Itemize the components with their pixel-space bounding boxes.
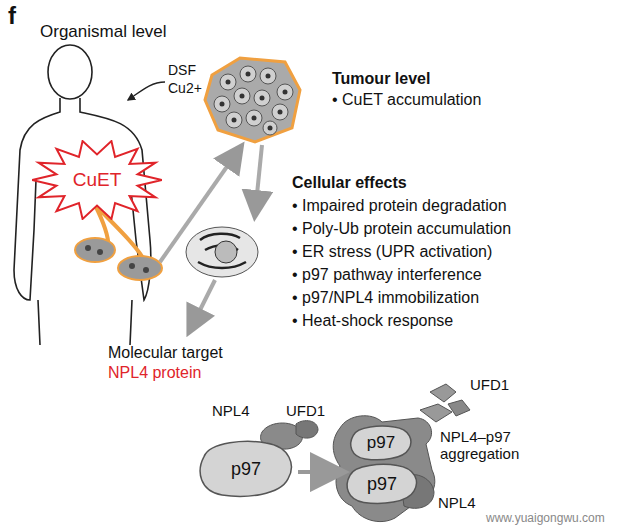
section-heading: Cellular effects: [292, 174, 407, 192]
flow-arrows: [160, 145, 262, 330]
protein-blob: p97: [348, 424, 414, 462]
level-heading: Tumour level: [332, 70, 430, 88]
node-text: CuET: [73, 169, 122, 191]
cell-image: [186, 227, 258, 277]
target-name: NPL4 protein: [108, 364, 201, 382]
drug-name: DSF: [168, 62, 196, 78]
node-text: p97: [367, 474, 397, 495]
protein-label: UFD1: [286, 402, 325, 419]
bullet-item: • CuET accumulation: [332, 91, 481, 109]
transition-arrow: [298, 470, 342, 474]
bullet-item: • p97 pathway interference: [292, 266, 482, 284]
bullet-item: • ER stress (UPR activation): [292, 243, 492, 261]
bullet-item: • Impaired protein degradation: [292, 197, 507, 215]
target-heading: Molecular target: [108, 344, 223, 362]
burst-shape: CuET: [32, 140, 162, 220]
bullet-item: • Poly-Ub protein accumulation: [292, 220, 511, 238]
node-text: p97: [367, 433, 395, 453]
bullet-item: • Heat-shock response: [292, 312, 453, 330]
protein-label: UFD1: [470, 376, 509, 393]
watermark: www.yuaigongwu.com: [486, 512, 605, 526]
ion-name: Cu2+: [168, 80, 202, 96]
protein-label: NPL4: [212, 402, 250, 419]
level-heading: Organismal level: [40, 22, 167, 42]
protein-label: NPL4–p97 aggregation: [440, 428, 560, 463]
tumour-image: [205, 58, 300, 142]
node-text: p97: [231, 459, 261, 480]
protein-blob: p97: [344, 462, 420, 506]
protein-label: NPL4: [438, 494, 476, 511]
tumour-sites: [75, 205, 162, 280]
protein-blob: p97: [196, 438, 296, 500]
uptake-arrow: [128, 82, 165, 100]
bullet-item: • p97/NPL4 immobilization: [292, 289, 479, 307]
panel-letter: f: [8, 2, 16, 30]
